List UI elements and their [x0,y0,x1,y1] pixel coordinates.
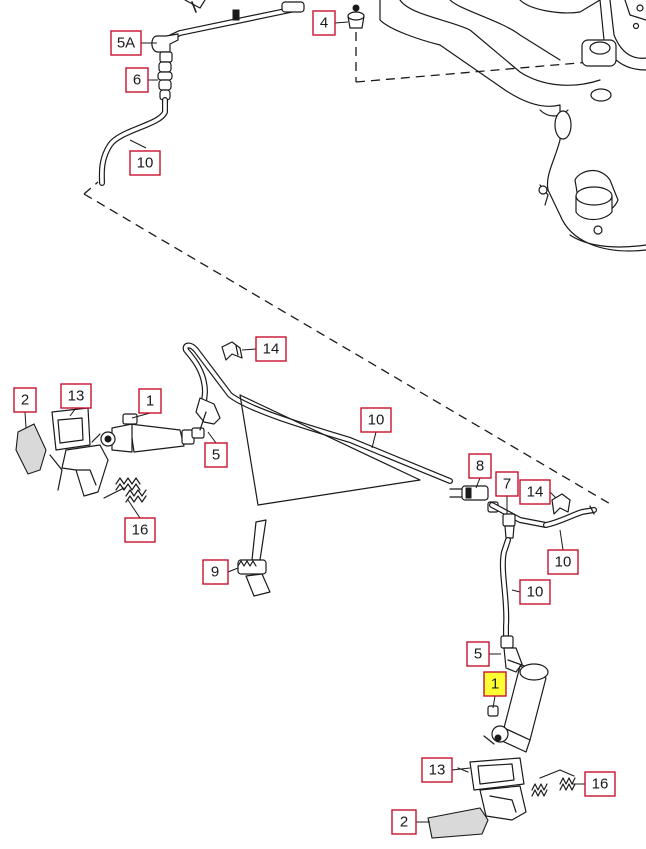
callout-16-bottom[interactable]: 16 [584,771,616,797]
springs-16-left [103,477,147,503]
valve-stack-6 [157,61,173,101]
vehicle-body-panel [379,0,646,252]
callout-label: 2 [21,392,29,409]
callout-label: 10 [137,155,154,172]
callout-label: 5 [212,447,220,464]
callout-10-lower[interactable]: 10 [519,579,551,605]
callout-label: 10 [555,554,572,571]
callout-10-right[interactable]: 10 [547,549,579,575]
callout-5-right[interactable]: 5 [466,641,490,667]
springs-16-bottom [531,769,576,797]
callout-9[interactable]: 9 [202,559,229,585]
callout-4[interactable]: 4 [312,10,336,36]
callout-10-mid[interactable]: 10 [360,407,392,433]
top-fitting [184,0,305,21]
callout-14-top[interactable]: 14 [255,336,287,362]
bottom-assembly [427,635,576,839]
bracket-13-bottom [457,757,527,821]
callout-1-left[interactable]: 1 [138,388,162,414]
clip-4 [347,4,365,29]
callout-label: 7 [503,476,511,493]
callouts: 5A 4 6 10 14 2 13 1 [13,10,616,835]
callout-5a[interactable]: 5A [110,30,142,56]
callout-label: 14 [527,484,544,501]
callout-5-left[interactable]: 5 [204,442,228,468]
callout-label: 10 [527,584,544,601]
middle-assembly [15,341,597,643]
callout-label: 5 [474,646,482,663]
connector-8 [449,485,499,513]
callout-label: 14 [263,341,280,358]
callout-10-top[interactable]: 10 [129,150,161,176]
callout-label: 16 [592,776,609,793]
clip-9 [237,519,271,597]
callout-13-left[interactable]: 13 [60,383,92,409]
callout-label: 16 [132,522,149,539]
callout-label: 6 [133,72,141,89]
callout-label: 13 [68,388,85,405]
callout-label: 1 [491,676,499,693]
callout-7[interactable]: 7 [495,471,519,497]
leader-lines [24,21,585,823]
callout-label: 9 [211,564,219,581]
callout-2-left[interactable]: 2 [13,387,37,413]
pump-1-left [91,413,195,453]
callout-8[interactable]: 8 [468,453,492,479]
callout-2-bottom[interactable]: 2 [391,809,417,835]
clip-14-top [221,341,243,361]
elbow-5-left [191,397,221,439]
callout-1-selected[interactable]: 1 [483,671,507,697]
callout-label: 13 [429,762,446,779]
callout-14-right[interactable]: 14 [519,479,551,505]
callout-label: 10 [368,412,385,429]
tee-connector-7 [489,502,549,539]
left-washer-nozzle-assembly [15,397,221,503]
callout-label: 5A [117,35,135,52]
callout-label: 1 [146,393,154,410]
top-assembly [83,0,646,506]
elbow-connector-5a [151,33,179,63]
callout-label: 2 [400,814,408,831]
callout-label: 4 [320,15,328,32]
callout-16-left[interactable]: 16 [124,517,156,543]
callout-6[interactable]: 6 [125,67,149,93]
callout-13-bottom[interactable]: 13 [421,757,453,783]
clip-14-right [551,493,571,515]
cap-2-bottom [427,807,489,839]
pump-1-selected [483,663,549,753]
callout-label: 8 [476,458,484,475]
